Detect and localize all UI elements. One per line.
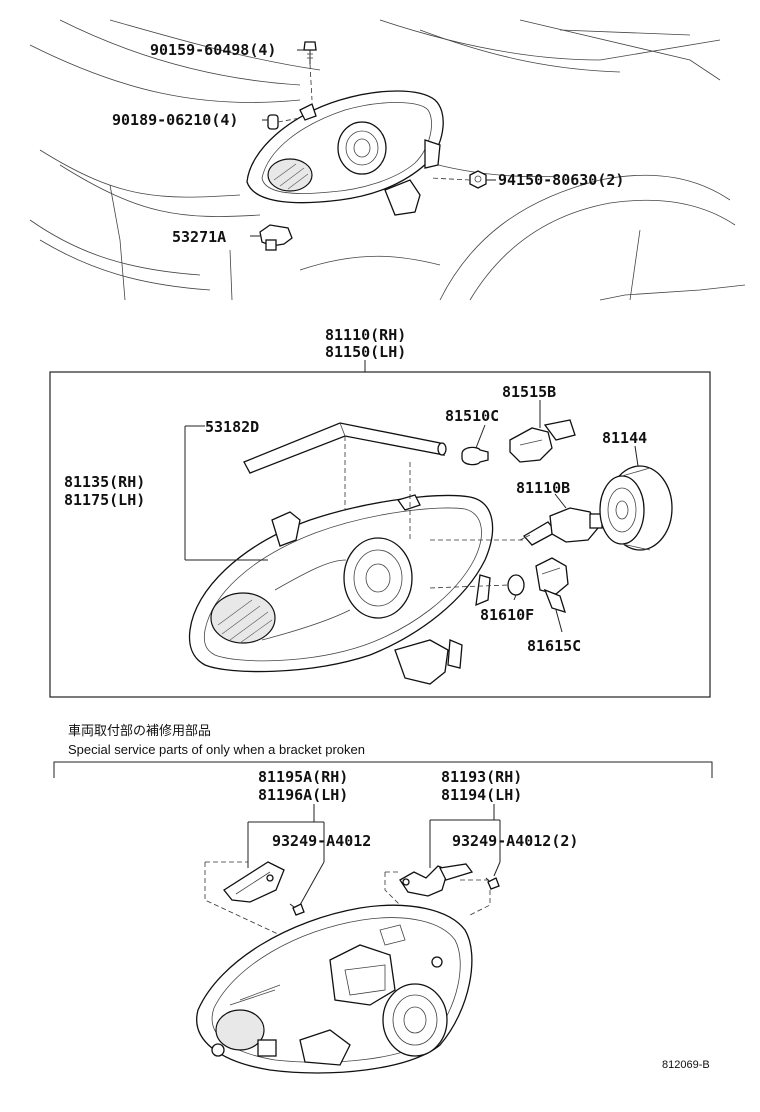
callout-bulb-small: 81510C <box>445 407 499 425</box>
gasket-strip <box>243 422 447 474</box>
headlamp-rear-view <box>196 904 473 1074</box>
callout-screw-a: 93249-A4012 <box>272 832 371 850</box>
bulb-small <box>461 446 489 466</box>
service-frame <box>53 761 713 778</box>
callout-socket-side: 81615C <box>527 637 581 655</box>
callout-screw-b: 93249-A4012(2) <box>452 832 578 850</box>
socket-side <box>535 557 569 613</box>
figure-id: 812069-B <box>662 1059 710 1071</box>
callout-bulb-socket: 81515B <box>502 383 556 401</box>
callout-housing-lh: 81175(LH) <box>64 491 145 509</box>
callout-bracket-a-rh: 81195A(RH) <box>258 768 348 786</box>
callout-cover: 81144 <box>602 429 647 447</box>
sensor-bracket-icon <box>259 224 293 251</box>
screw-b-icon <box>485 877 500 890</box>
callout-clip: 90189-06210(4) <box>112 111 238 129</box>
note-japanese: 車両取付部の補修用部品 <box>68 723 211 738</box>
callout-hid-bulb: 81110B <box>516 479 570 497</box>
bulb-socket <box>509 419 576 463</box>
bolt-icon <box>303 41 317 64</box>
callout-assy-lh: 81150(LH) <box>325 343 406 361</box>
callout-bracket-sensor: 53271A <box>172 228 226 246</box>
headlamp-installed <box>246 90 444 216</box>
callout-bulb-side: 81610F <box>480 606 534 624</box>
hid-bulb <box>519 507 603 546</box>
note-english: Special service parts of only when a bra… <box>68 742 365 757</box>
callout-gasket: 53182D <box>205 418 259 436</box>
callout-assy-rh: 81110(RH) <box>325 326 406 344</box>
dust-cover <box>599 465 673 551</box>
callout-bolt: 90159-60498(4) <box>150 41 276 59</box>
callout-housing-rh: 81135(RH) <box>64 473 145 491</box>
bracket-a <box>223 861 285 903</box>
bulb-side <box>507 574 525 596</box>
headlamp-unit <box>188 494 494 685</box>
bracket-b <box>399 863 474 897</box>
clip-icon <box>267 114 279 130</box>
vehicle-body-outline <box>29 19 746 301</box>
top-leader-lines <box>250 49 496 237</box>
middle-leader-lines <box>184 400 639 633</box>
screw-a-icon <box>289 903 305 916</box>
assembly-frame <box>49 371 711 698</box>
nut-icon <box>469 170 487 189</box>
callout-bracket-b-rh: 81193(RH) <box>441 768 522 786</box>
callout-nut: 94150-80630(2) <box>498 171 624 189</box>
callout-bracket-a-lh: 81196A(LH) <box>258 786 348 804</box>
bottom-leader-lines <box>204 804 501 936</box>
callout-bracket-b-lh: 81194(LH) <box>441 786 522 804</box>
